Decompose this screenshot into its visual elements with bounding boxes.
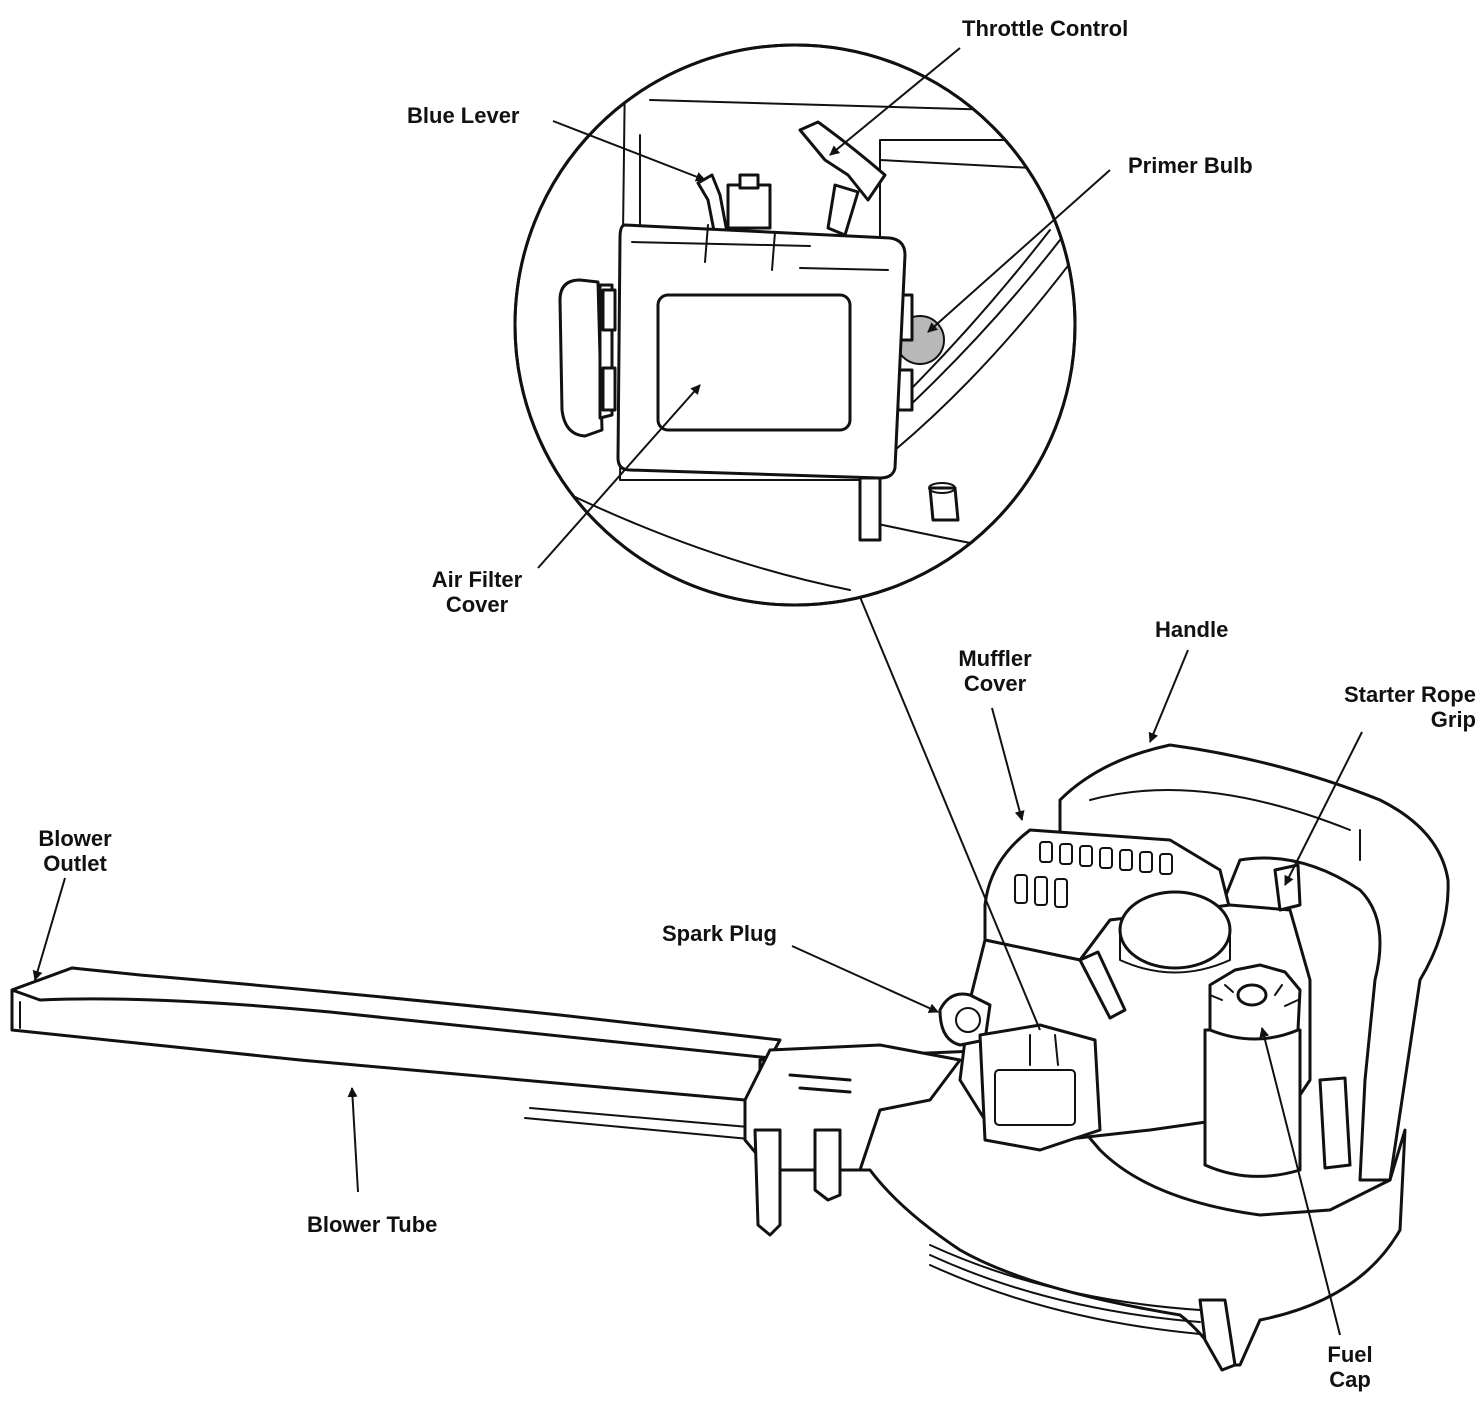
label-fuel-cap: Fuel Cap [1320,1342,1380,1392]
leader-lines [32,47,1363,1336]
label-blower-outlet-line1: Blower [38,826,112,851]
label-air-filter-cover-line2: Cover [445,592,509,617]
label-blue-lever: Blue Lever [407,103,520,128]
label-blower-outlet: Blower Outlet [30,826,120,876]
leader-fuel-cap [1259,1027,1341,1336]
zoom-detail [513,43,1077,607]
leader-starter-rope-grip [1284,731,1363,886]
label-muffler-cover-line1: Muffler [958,646,1032,671]
label-air-filter-cover: Air Filter Cover [412,567,542,617]
leader-handle [1148,649,1189,743]
air-filter-cover-shape [616,223,907,480]
label-spark-plug: Spark Plug [662,921,777,946]
label-starter-rope-grip-line2: Grip [1430,707,1476,732]
label-primer-bulb: Primer Bulb [1128,153,1253,178]
leader-muffler-cover [991,707,1025,821]
blower-unit [10,743,1450,1372]
label-blower-outlet-line2: Outlet [43,851,107,876]
leader-blue-lever [552,120,706,182]
leader-blower-tube [347,1087,359,1193]
label-muffler-cover-line2: Cover [963,671,1027,696]
leader-primer-bulb [927,169,1111,333]
label-handle: Handle [1155,617,1229,642]
label-blower-tube: Blower Tube [307,1212,438,1237]
throttle-control-shape [798,120,887,202]
fuel-tank-shape [1203,1028,1302,1178]
label-starter-rope-grip: Starter Rope Grip [1310,682,1476,732]
label-throttle-control: Throttle Control [962,16,1129,41]
label-muffler-cover: Muffler Cover [940,646,1050,696]
leader-throttle-control [829,47,961,156]
label-starter-rope-grip-line1: Starter Rope [1343,682,1476,707]
leader-zoom [859,596,1041,1031]
air-filter-small-shape [978,1023,1102,1152]
leader-blower-outlet [32,877,66,981]
leader-air-filter-cover [537,384,701,569]
label-air-filter-cover-line1: Air Filter [431,567,523,592]
label-fuel-cap-line1: Fuel [1327,1342,1373,1367]
blower-tube-top [10,966,782,1060]
label-fuel-cap-line2: Cap [1329,1367,1371,1392]
spark-plug-shape [938,992,992,1047]
leader-spark-plug [791,945,939,1013]
